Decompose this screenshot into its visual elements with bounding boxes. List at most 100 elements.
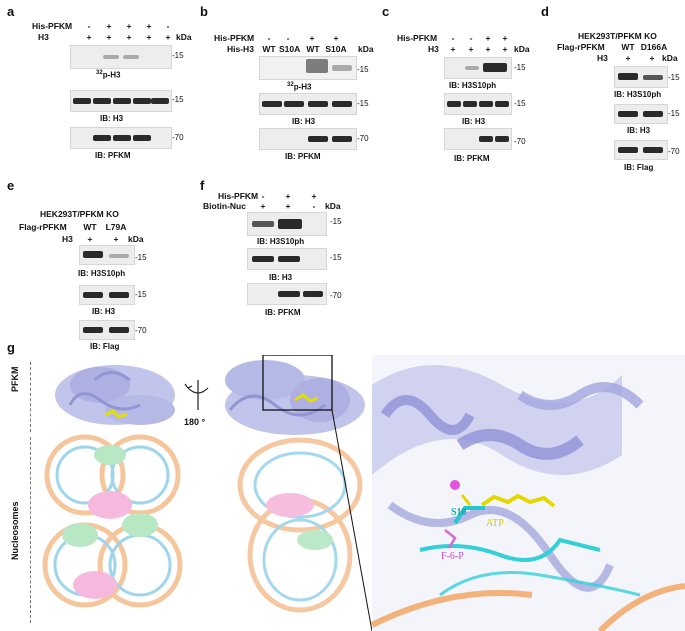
blot-ib-h3 <box>444 93 512 115</box>
lane-value: + <box>649 53 655 63</box>
lane-value: WT <box>621 42 635 52</box>
band <box>465 66 479 70</box>
blot-caption: IB: H3S10ph <box>449 81 497 90</box>
blot-caption: IB: H3S10ph <box>614 90 662 99</box>
blot-caption: IB: H3 <box>462 117 486 126</box>
band <box>618 73 638 80</box>
band <box>133 98 151 104</box>
band <box>643 111 663 117</box>
lane-value: WT <box>83 222 97 232</box>
blot-ib-pfkm <box>247 283 327 305</box>
lane-value: - <box>267 33 271 43</box>
band <box>262 101 282 107</box>
lane-value: + <box>450 44 456 54</box>
lane-value: + <box>309 33 315 43</box>
row-label-flag-rpfkm: Flag-rPFKM <box>557 42 605 52</box>
zoom-connector <box>331 409 373 631</box>
panel-label-a: a <box>7 4 15 19</box>
lane-value: - <box>286 33 290 43</box>
mw-marker: -15 <box>172 51 184 60</box>
mw-marker: -15 <box>357 99 369 108</box>
blot-caption: IB: PFKM <box>285 152 321 161</box>
panel-label-f: f <box>200 178 205 193</box>
label-atp: ATP <box>486 518 504 529</box>
mw-marker: -70 <box>330 291 342 300</box>
band <box>73 98 91 104</box>
ligand-left <box>104 409 128 419</box>
zoom-inset <box>370 355 685 631</box>
structure-figure <box>42 355 685 631</box>
ligand-middle <box>294 393 319 403</box>
rotation-label: 180 ° <box>184 417 206 427</box>
band <box>278 219 302 229</box>
band <box>483 63 507 72</box>
pfkm-structure-left <box>55 365 175 425</box>
row-label-his-pfkm: His-PFKM <box>214 33 255 43</box>
lane-value: S10A <box>325 44 347 54</box>
lane-value: - <box>312 201 316 211</box>
band <box>278 256 300 262</box>
band <box>618 147 638 153</box>
lane-value: + <box>285 201 291 211</box>
band <box>332 136 352 142</box>
label-s10: S10 <box>451 507 467 518</box>
band <box>495 136 509 142</box>
kda-label: kDa <box>128 234 144 244</box>
blot-ib-h3 <box>70 90 172 112</box>
band <box>93 135 111 141</box>
mw-marker: -15 <box>330 253 342 262</box>
blot-ib-pfkm <box>444 128 512 150</box>
rotation-symbol <box>184 380 209 410</box>
lane-value: L79A <box>105 222 127 232</box>
blot-ib-pfkm <box>70 127 172 149</box>
row-label-flag-rpfkm: Flag-rPFKM <box>19 222 67 232</box>
band <box>109 254 129 258</box>
blot-caption: IB: PFKM <box>95 151 131 160</box>
mw-marker: -15 <box>172 95 184 104</box>
kda-label: kDa <box>662 53 678 63</box>
zoom-box <box>262 355 333 411</box>
mw-marker: -15 <box>668 73 680 82</box>
blot-ib-h3 <box>79 285 135 305</box>
lane-value: - <box>166 21 170 31</box>
lane-value: WT <box>306 44 320 54</box>
blot-32p-h3 <box>259 56 357 80</box>
band <box>479 101 493 107</box>
band <box>332 65 352 71</box>
kda-label: kDa <box>325 201 341 211</box>
blot-ib-flag <box>79 320 135 340</box>
blot-ib-flag <box>614 140 668 160</box>
lane-value: D166A <box>640 42 668 52</box>
blot-ib-h3 <box>247 248 327 270</box>
blot-caption: IB: H3 <box>292 117 316 126</box>
lane-value: + <box>126 32 132 42</box>
band <box>252 221 274 227</box>
band <box>284 101 304 107</box>
panel-label-b: b <box>200 4 208 19</box>
lane-value: + <box>502 44 508 54</box>
band <box>133 135 151 141</box>
lane-value: - <box>469 33 473 43</box>
kda-label: kDa <box>358 44 374 54</box>
band <box>83 327 103 333</box>
row-label-his-pfkm: His-PFKM <box>218 191 259 201</box>
band <box>113 98 131 104</box>
band <box>447 101 461 107</box>
band <box>93 98 111 104</box>
lane-value: + <box>165 32 171 42</box>
lane-value: + <box>106 21 112 31</box>
lane-value: - <box>451 33 455 43</box>
lane-value: S10A <box>279 44 301 54</box>
band <box>103 55 119 59</box>
mw-marker: -15 <box>514 63 526 72</box>
label-f6p: F-6-P <box>441 551 464 562</box>
band <box>308 101 328 107</box>
lane-value: - <box>87 21 91 31</box>
panel-label-c: c <box>382 4 390 19</box>
band <box>252 256 274 262</box>
nucleosome-structure-left <box>42 434 183 608</box>
band <box>83 251 103 258</box>
band <box>151 98 169 104</box>
lane-value: + <box>146 32 152 42</box>
band <box>308 136 328 142</box>
